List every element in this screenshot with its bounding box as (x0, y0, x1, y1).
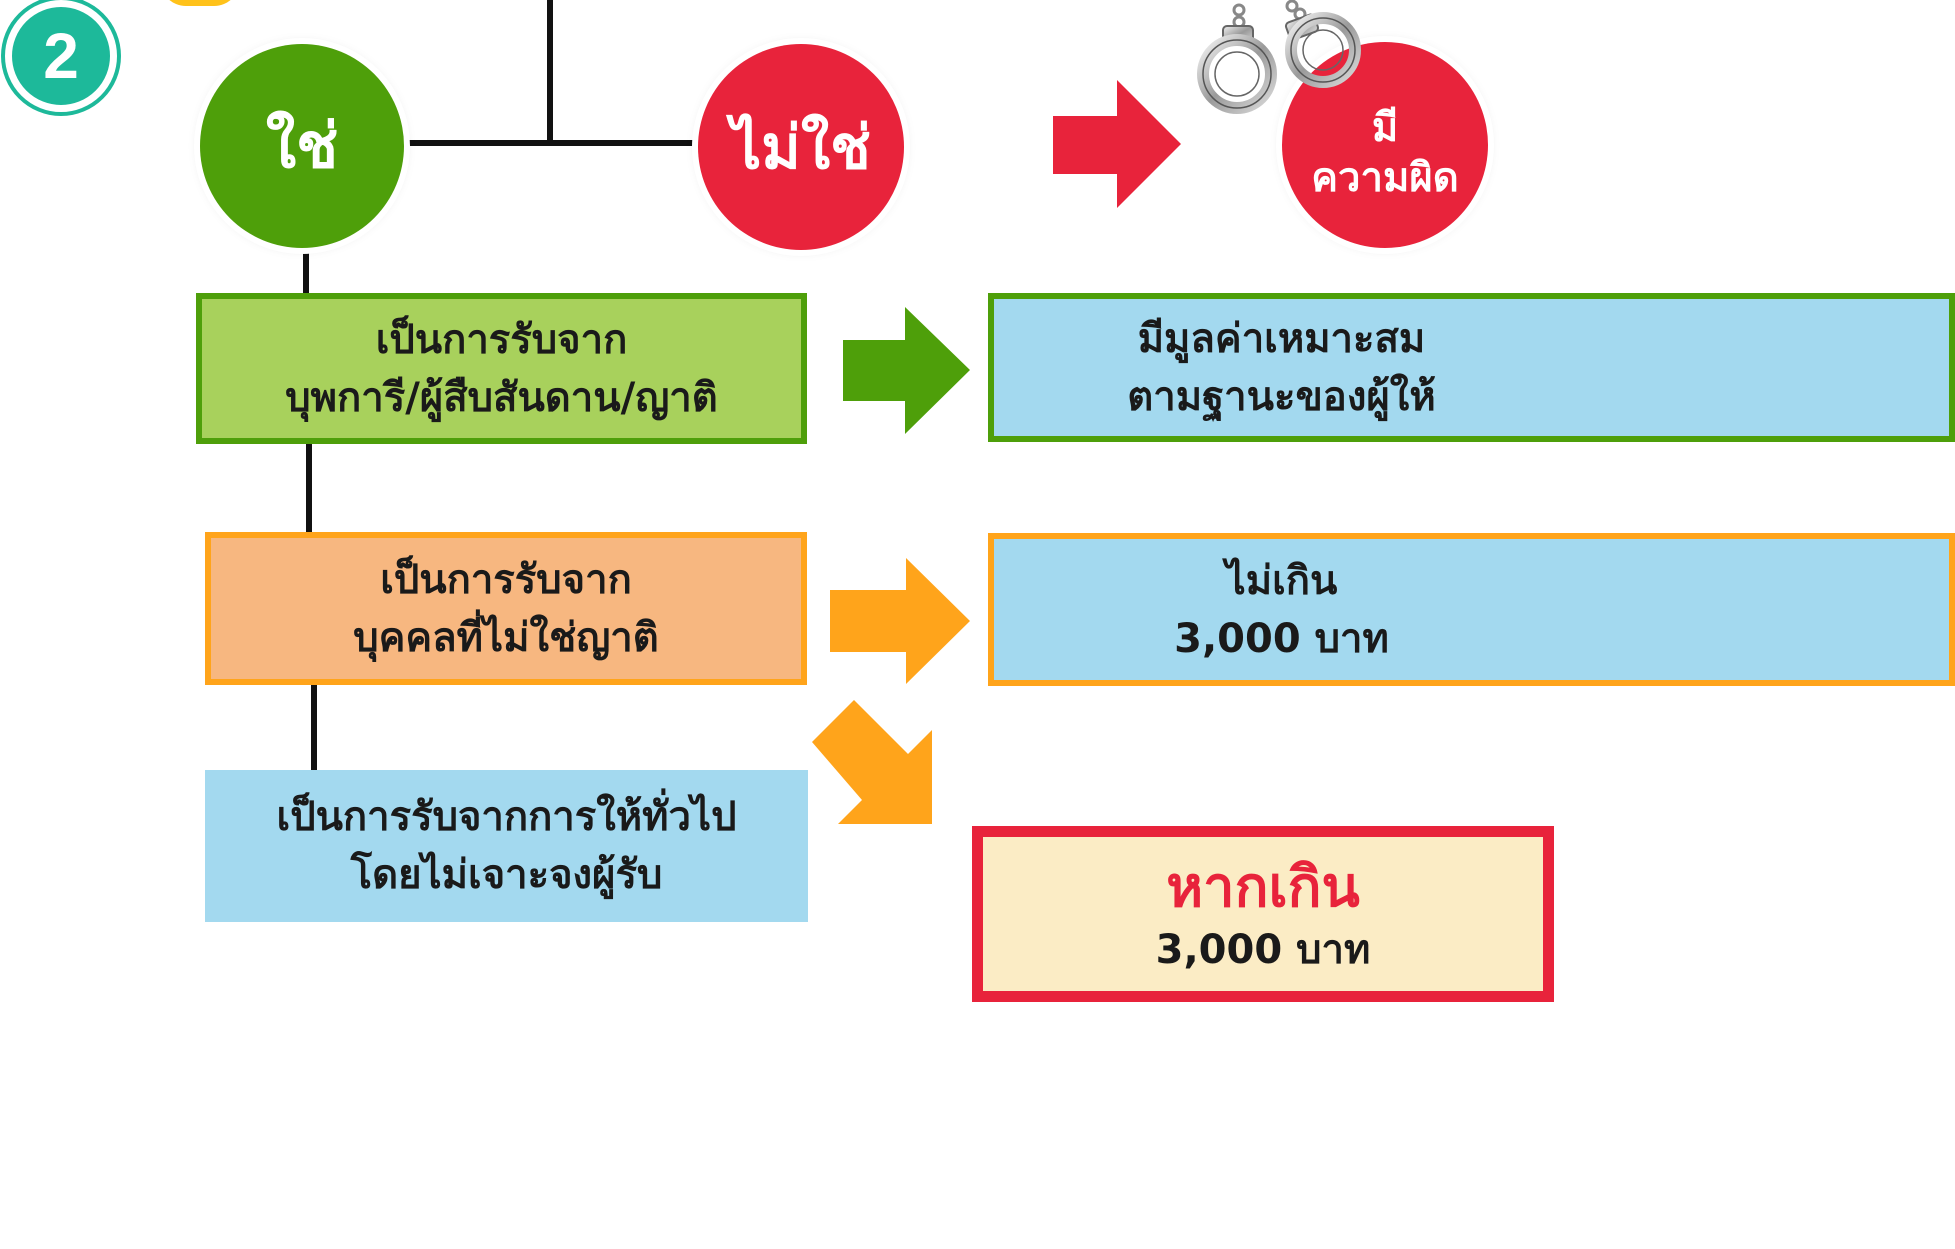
row3-source-line1: เป็นการรับจากการให้ทั่วไป (276, 794, 737, 840)
yes-label: ใช่ (265, 109, 339, 182)
green-arrow-icon (843, 307, 970, 434)
row3-result-box: หากเกิน 3,000 บาท (972, 826, 1554, 1002)
decorative-shape (160, 0, 240, 6)
decision-connector-line (405, 140, 700, 146)
row1-result-line1: มีมูลค่าเหมาะสม (1137, 315, 1426, 362)
row2-result-line2: 3,000 บาท (1174, 615, 1389, 662)
row1-source-line2: บุพการี/ผู้สืบสันดาน/ญาติ (285, 374, 718, 421)
row3-source-box: เป็นการรับจากการให้ทั่วไป โดยไม่เจาะจงผู… (205, 770, 808, 922)
orange-arrow-icon (830, 558, 970, 684)
yes-circle: ใช่ (200, 44, 404, 248)
row3-result-line1: หากเกิน (1166, 854, 1360, 920)
handcuffs-icon (1197, 0, 1361, 114)
row1-result-box: มีมูลค่าเหมาะสม ตามฐานะของผู้ให้ (988, 293, 1955, 442)
row2-result-box: ไม่เกิน 3,000 บาท (988, 533, 1955, 686)
row1-result-line2: ตามฐานะของผู้ให้ (1127, 373, 1436, 420)
row2-result-line1: ไม่เกิน (1225, 557, 1338, 604)
step-badge: 2 (5, 0, 117, 112)
top-connector-line (547, 0, 553, 146)
row1-source-box: เป็นการรับจาก บุพการี/ผู้สืบสันดาน/ญาติ (196, 293, 807, 444)
diagonal-orange-arrow-icon (812, 700, 932, 824)
row2-source-box: เป็นการรับจาก บุคคลที่ไม่ใช่ญาติ (205, 532, 807, 685)
guilty-line2: ความผิด (1311, 155, 1459, 201)
yes-to-row1-line (303, 248, 309, 296)
red-arrow-icon (1053, 80, 1181, 208)
row1-source-line1: เป็นการรับจาก (375, 316, 628, 363)
no-circle: ไม่ใช่ (698, 44, 904, 250)
no-label: ไม่ใช่ (731, 112, 871, 183)
row2-source-line2: บุคคลที่ไม่ใช่ญาติ (353, 614, 659, 661)
step-number: 2 (43, 20, 79, 92)
row1-to-row2-line (306, 444, 312, 534)
row3-source-line2: โดยไม่เจาะจงผู้รับ (350, 852, 663, 898)
guilty-line1: มี (1371, 105, 1399, 151)
row2-to-row3-line (311, 684, 317, 772)
row3-result-line2: 3,000 บาท (1155, 927, 1371, 974)
row2-source-line1: เป็นการรับจาก (380, 556, 632, 603)
